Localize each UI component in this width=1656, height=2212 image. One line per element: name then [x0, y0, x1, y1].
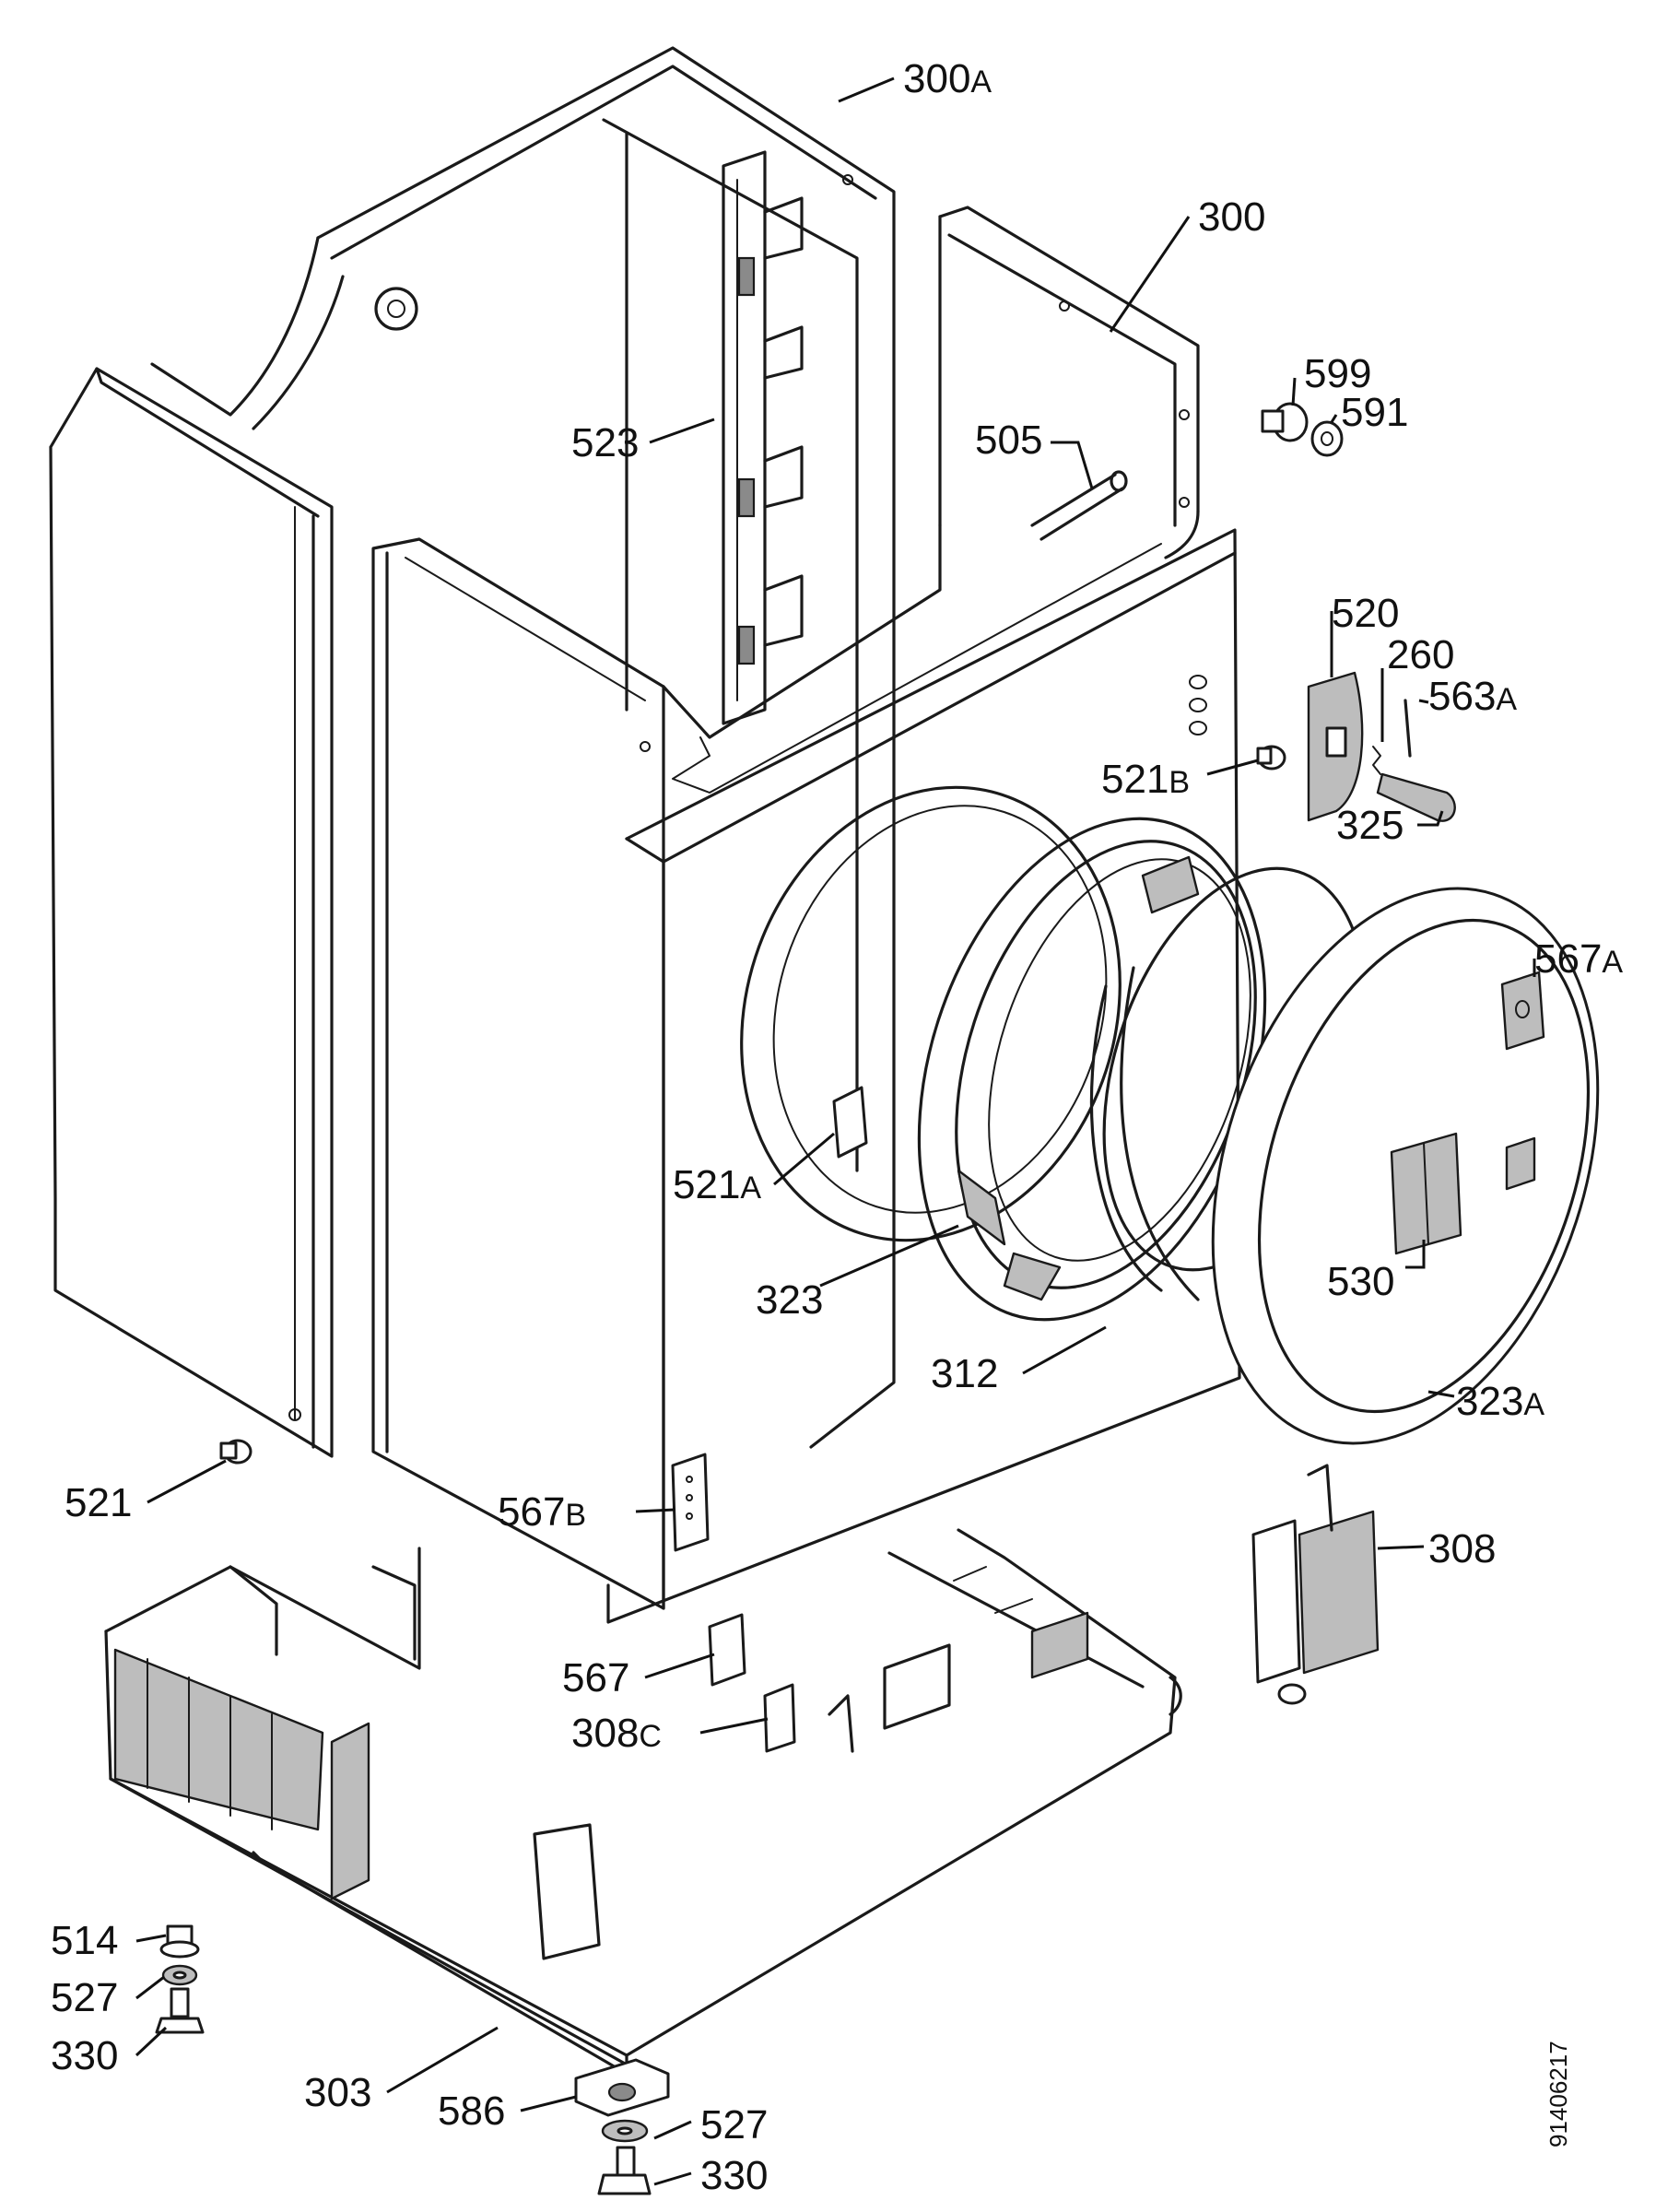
cabinet-frame — [49, 46, 1241, 1624]
label-521a: 521A — [673, 1162, 761, 1207]
part-330-foot-right — [597, 2146, 652, 2195]
label-505: 505 — [975, 418, 1042, 463]
label-523: 523 — [571, 420, 639, 465]
label-303: 303 — [304, 2070, 371, 2115]
label-567: 567 — [562, 1655, 629, 1700]
part-591-washer — [1310, 420, 1344, 457]
part-325-lever — [1376, 772, 1456, 822]
label-520: 520 — [1332, 591, 1399, 636]
label-521: 521 — [65, 1480, 132, 1525]
label-530: 530 — [1327, 1259, 1394, 1304]
label-308c: 308C — [571, 1711, 662, 1756]
part-567a-plate — [1500, 971, 1545, 1051]
label-312: 312 — [931, 1351, 998, 1396]
label-527-left: 527 — [51, 1975, 118, 2020]
part-599-knob — [1261, 402, 1309, 442]
label-300: 300 — [1198, 194, 1265, 240]
part-521b-screw — [1256, 745, 1286, 771]
label-599: 599 — [1304, 351, 1371, 396]
part-586-foot-bracket — [574, 2058, 670, 2117]
part-520-bracket — [1307, 671, 1364, 822]
callout-labels: 300A 300 599 591 523 505 520 260 563A 52… — [51, 56, 1623, 2198]
part-563a-pin — [1403, 699, 1412, 758]
door-opening — [740, 785, 1122, 1242]
part-527-washer-right — [601, 2119, 649, 2143]
part-521-screw — [219, 1439, 253, 1465]
label-563a: 563A — [1428, 674, 1517, 719]
label-260: 260 — [1387, 632, 1454, 677]
part-521a-clip — [832, 1086, 868, 1159]
drawing-code: 91406217 — [1544, 2041, 1572, 2147]
part-303-base — [104, 1528, 1182, 2085]
label-521b: 521B — [1101, 757, 1190, 802]
label-514: 514 — [51, 1918, 118, 1963]
label-586: 586 — [438, 2088, 505, 2134]
part-308c-bracket — [763, 1683, 796, 1753]
label-330-right: 330 — [700, 2153, 768, 2198]
label-308: 308 — [1428, 1526, 1496, 1571]
part-523-rail — [722, 150, 804, 725]
label-567b: 567B — [498, 1489, 586, 1535]
label-323a: 323A — [1456, 1379, 1544, 1424]
part-567b-plate — [671, 1453, 710, 1552]
part-330-foot-left — [155, 1987, 205, 2034]
part-527-washer-left — [161, 1964, 198, 1986]
leader-lines — [135, 76, 1536, 2186]
part-505-rod — [1030, 470, 1128, 541]
label-323: 323 — [756, 1277, 823, 1323]
label-300a: 300A — [903, 56, 992, 101]
part-530-handle — [1390, 1132, 1462, 1255]
part-567-plate — [708, 1613, 746, 1687]
label-325: 325 — [1336, 803, 1403, 848]
part-514-foot-cap — [159, 1924, 200, 1959]
label-527-right: 527 — [700, 2102, 768, 2147]
label-567a: 567A — [1534, 936, 1623, 982]
part-308-hinge — [1251, 1464, 1380, 1705]
label-330-left: 330 — [51, 2033, 118, 2078]
label-591: 591 — [1341, 390, 1408, 435]
part-260-spring — [1372, 746, 1381, 775]
